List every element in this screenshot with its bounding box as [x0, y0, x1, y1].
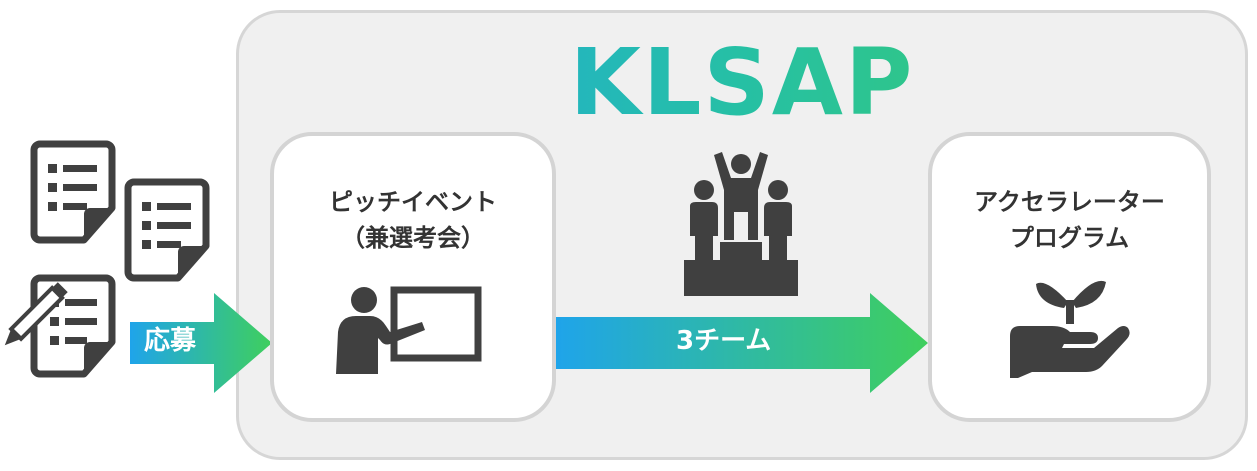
podium-winners-icon [684, 152, 798, 296]
apply-arrow [130, 293, 272, 393]
sprout-in-hand-icon [1010, 280, 1130, 378]
apply-label: 応募 [144, 326, 197, 356]
accelerator-label: アクセラレーター プログラム [932, 184, 1207, 256]
presenter-icon [336, 286, 482, 374]
pitch-event-line1: ピッチイベント [329, 188, 497, 216]
pitch-event-line2: （兼選考会） [341, 224, 485, 252]
teams-label: 3チーム [676, 326, 772, 356]
document-pen-icon [4, 274, 116, 378]
program-title: KLSAP [239, 37, 1245, 129]
accelerator-line2: プログラム [1009, 224, 1130, 252]
pitch-event-label: ピッチイベント （兼選考会） [274, 184, 552, 256]
teams-arrow [556, 293, 928, 393]
pitch-event-card: ピッチイベント （兼選考会） [270, 132, 556, 422]
accelerator-line1: アクセラレーター [974, 188, 1165, 216]
document-icon [124, 178, 210, 282]
document-icon [30, 140, 116, 244]
accelerator-card: アクセラレーター プログラム [928, 132, 1211, 422]
